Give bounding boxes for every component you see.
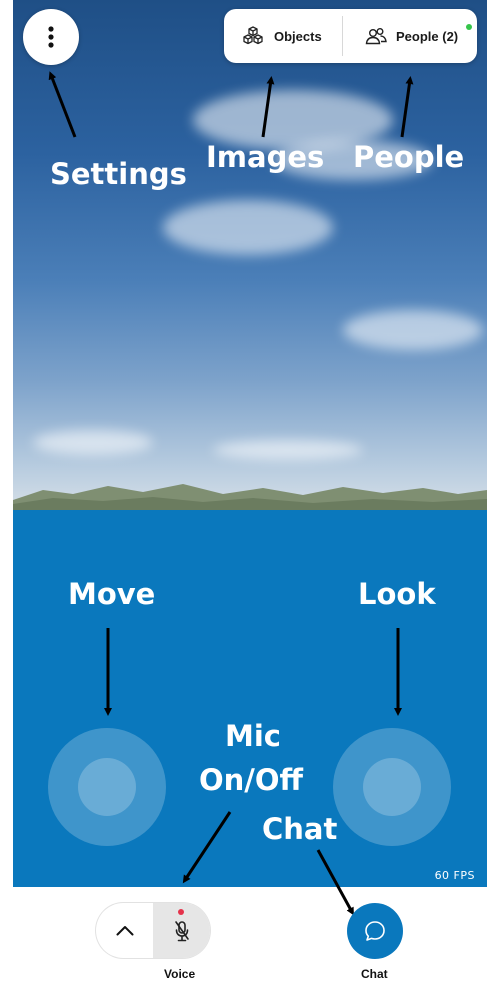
chat-button[interactable]: [347, 903, 403, 959]
annotation-images: Images: [206, 140, 325, 174]
annotation-settings: Settings: [50, 157, 187, 191]
annotation-mic-line2: On/Off: [199, 763, 304, 797]
cloud: [163, 200, 333, 255]
mic-muted-icon: [174, 920, 189, 941]
online-status-dot: [466, 24, 472, 30]
chat-label: Chat: [361, 967, 388, 981]
voice-label: Voice: [164, 967, 196, 981]
voice-expand-button[interactable]: [96, 903, 153, 958]
annotation-chat: Chat: [262, 812, 338, 846]
look-joystick[interactable]: [333, 728, 451, 846]
people-label: People (2): [396, 28, 459, 44]
move-joystick[interactable]: [48, 728, 166, 846]
chevron-up-icon: [116, 926, 133, 936]
chat-bubble-icon: [365, 921, 385, 941]
people-icon: [365, 28, 387, 45]
settings-button[interactable]: [23, 9, 79, 65]
cloud: [343, 310, 483, 350]
cloud: [213, 440, 363, 460]
vertical-dots-icon: [48, 26, 54, 48]
cloud: [273, 140, 433, 180]
fps-counter: 60 FPS: [434, 869, 475, 882]
move-joystick-knob[interactable]: [78, 758, 136, 816]
voice-control-group: [96, 903, 210, 958]
toolbar-divider: [342, 16, 343, 56]
top-toolbar: Objects People (2): [224, 9, 477, 63]
mic-indicator-dot: [178, 909, 184, 915]
mic-toggle-button[interactable]: [153, 903, 210, 958]
distant-mountains: [13, 484, 487, 512]
look-joystick-knob[interactable]: [363, 758, 421, 816]
objects-button[interactable]: Objects: [224, 9, 342, 63]
objects-label: Objects: [274, 28, 322, 44]
people-button[interactable]: People (2): [343, 9, 477, 63]
water-floor: [13, 510, 487, 887]
cloud: [33, 430, 153, 455]
annotation-move: Move: [68, 577, 156, 611]
cubes-icon: [243, 26, 263, 45]
annotation-look: Look: [358, 577, 436, 611]
annotation-people: People: [353, 140, 465, 174]
annotation-mic-line1: Mic: [225, 719, 281, 753]
